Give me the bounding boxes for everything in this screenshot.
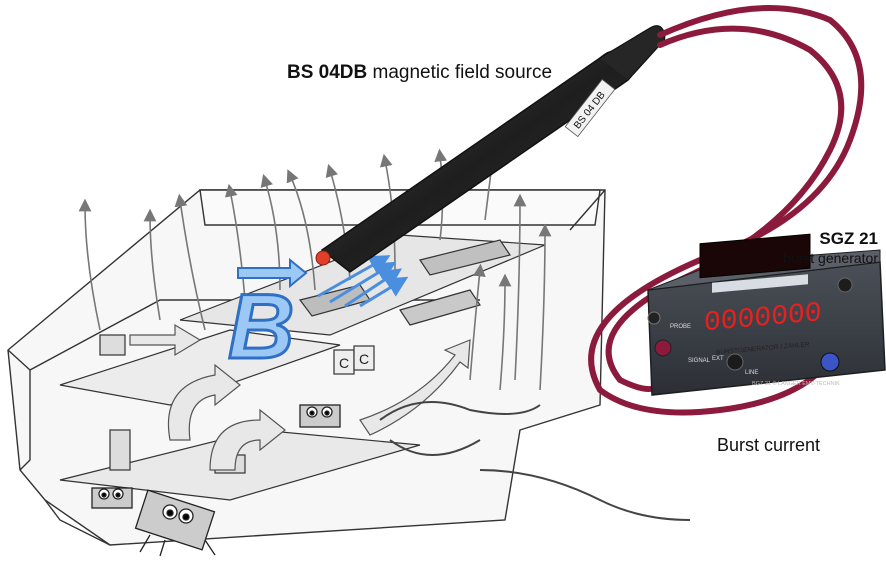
capacitor-2: [353, 345, 375, 371]
generator-knob-label-ext: EXT: [712, 356, 724, 362]
generator-right-connector[interactable]: [820, 352, 840, 372]
probe-tip: [315, 250, 331, 266]
generator-description: burst generator: [783, 250, 878, 266]
capacitor-label-1: C: [339, 355, 349, 371]
burst-current-label: Burst current: [717, 435, 821, 455]
capacitors: C C: [333, 345, 375, 375]
b-field-symbol: B: [227, 257, 308, 380]
generator-knob-label-signal: SIGNAL: [688, 358, 711, 364]
probe-caption: BS 04DB magnetic field source: [287, 62, 552, 84]
generator-display: [699, 233, 811, 279]
b-field-letter: B: [228, 276, 294, 378]
internal-cables: [379, 401, 691, 521]
critter-bugs: [91, 404, 341, 557]
generator-name: SGZ 21: [819, 229, 878, 248]
probe-label-plate: [564, 78, 616, 138]
probe-name: BS 04DB: [287, 62, 368, 83]
generator-footer-text: BGZ 21 © LANGER EMV-TECHNIK: [752, 380, 840, 387]
critter-2: [91, 487, 133, 509]
critter-1: [134, 489, 216, 557]
probe-description: magnetic field source: [372, 62, 553, 83]
probe: BS 04 DB: [315, 25, 666, 273]
generator-power-button[interactable]: [647, 311, 661, 325]
capacitor-label-2: C: [359, 351, 369, 367]
generator-side-label: PROBE: [670, 324, 691, 330]
generator-knob[interactable]: [726, 353, 744, 371]
generator-left-connector[interactable]: [654, 339, 672, 357]
burst-generator: 0000000 BURSTGENERATOR / ZÄHLER SIGNAL E…: [647, 233, 886, 396]
generator-knob-label-line: LINE: [745, 370, 758, 376]
critter-3: [299, 404, 341, 428]
current-loop-arrows: [129, 323, 471, 471]
b-field-arrow: [237, 257, 308, 289]
generator-top-button[interactable]: [837, 277, 853, 293]
probe-field-arrows: [317, 255, 409, 308]
